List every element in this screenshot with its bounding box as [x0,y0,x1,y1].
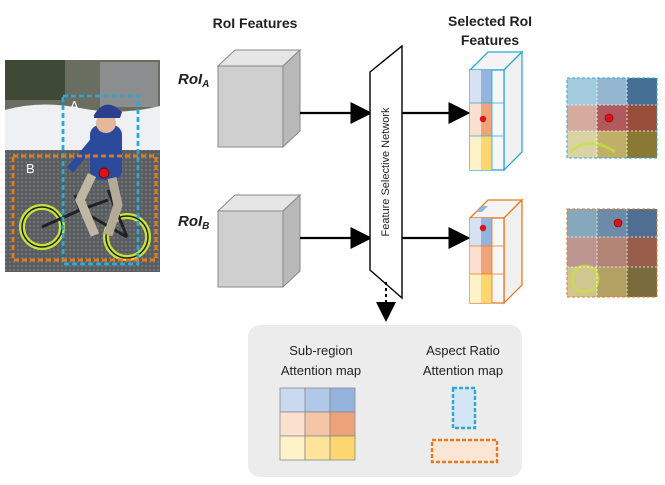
roi-b-label: RoIB [178,213,209,232]
network-label: Feature Selective Network [380,107,392,236]
crop-b-attention [566,208,658,298]
subregion-grid-cell [304,387,331,413]
aspect-title-line1: Aspect Ratio [426,343,500,358]
box-a-label: A [70,98,79,113]
aspect-wide-box [430,438,499,464]
heading-selected-line2: Features [461,32,520,48]
subregion-title-line1: Sub-region [289,343,353,358]
input-photo [5,60,160,272]
box-a [61,94,140,266]
subregion-grid-cell [279,387,306,413]
subregion-title-line2: Attention map [281,363,361,378]
subregion-grid-cell [329,387,356,413]
box-b-label: B [26,161,35,176]
crop-a-attention [566,77,658,159]
selected-roi-b-cube [468,198,524,305]
box-b [11,154,158,262]
heading-roi-features: RoI Features [213,15,298,31]
subregion-grid-cell [329,435,356,461]
subregion-grid-cell [279,435,306,461]
aspect-tall-box [451,386,477,430]
roi-a-cube [216,48,302,149]
selected-roi-a-cube [468,50,524,172]
subregion-grid-cell [304,411,331,437]
heading-selected-line1: Selected RoI [448,13,532,29]
subregion-grid-cell [304,435,331,461]
roi-b-cube [216,193,302,289]
aspect-title-line2: Attention map [423,363,503,378]
feature-selective-network [369,44,403,300]
subregion-attention-grid [279,387,356,461]
photo-center-dot [98,167,110,179]
subregion-grid-cell [279,411,306,437]
subregion-grid-cell [329,411,356,437]
roi-a-label: RoIA [178,71,209,90]
